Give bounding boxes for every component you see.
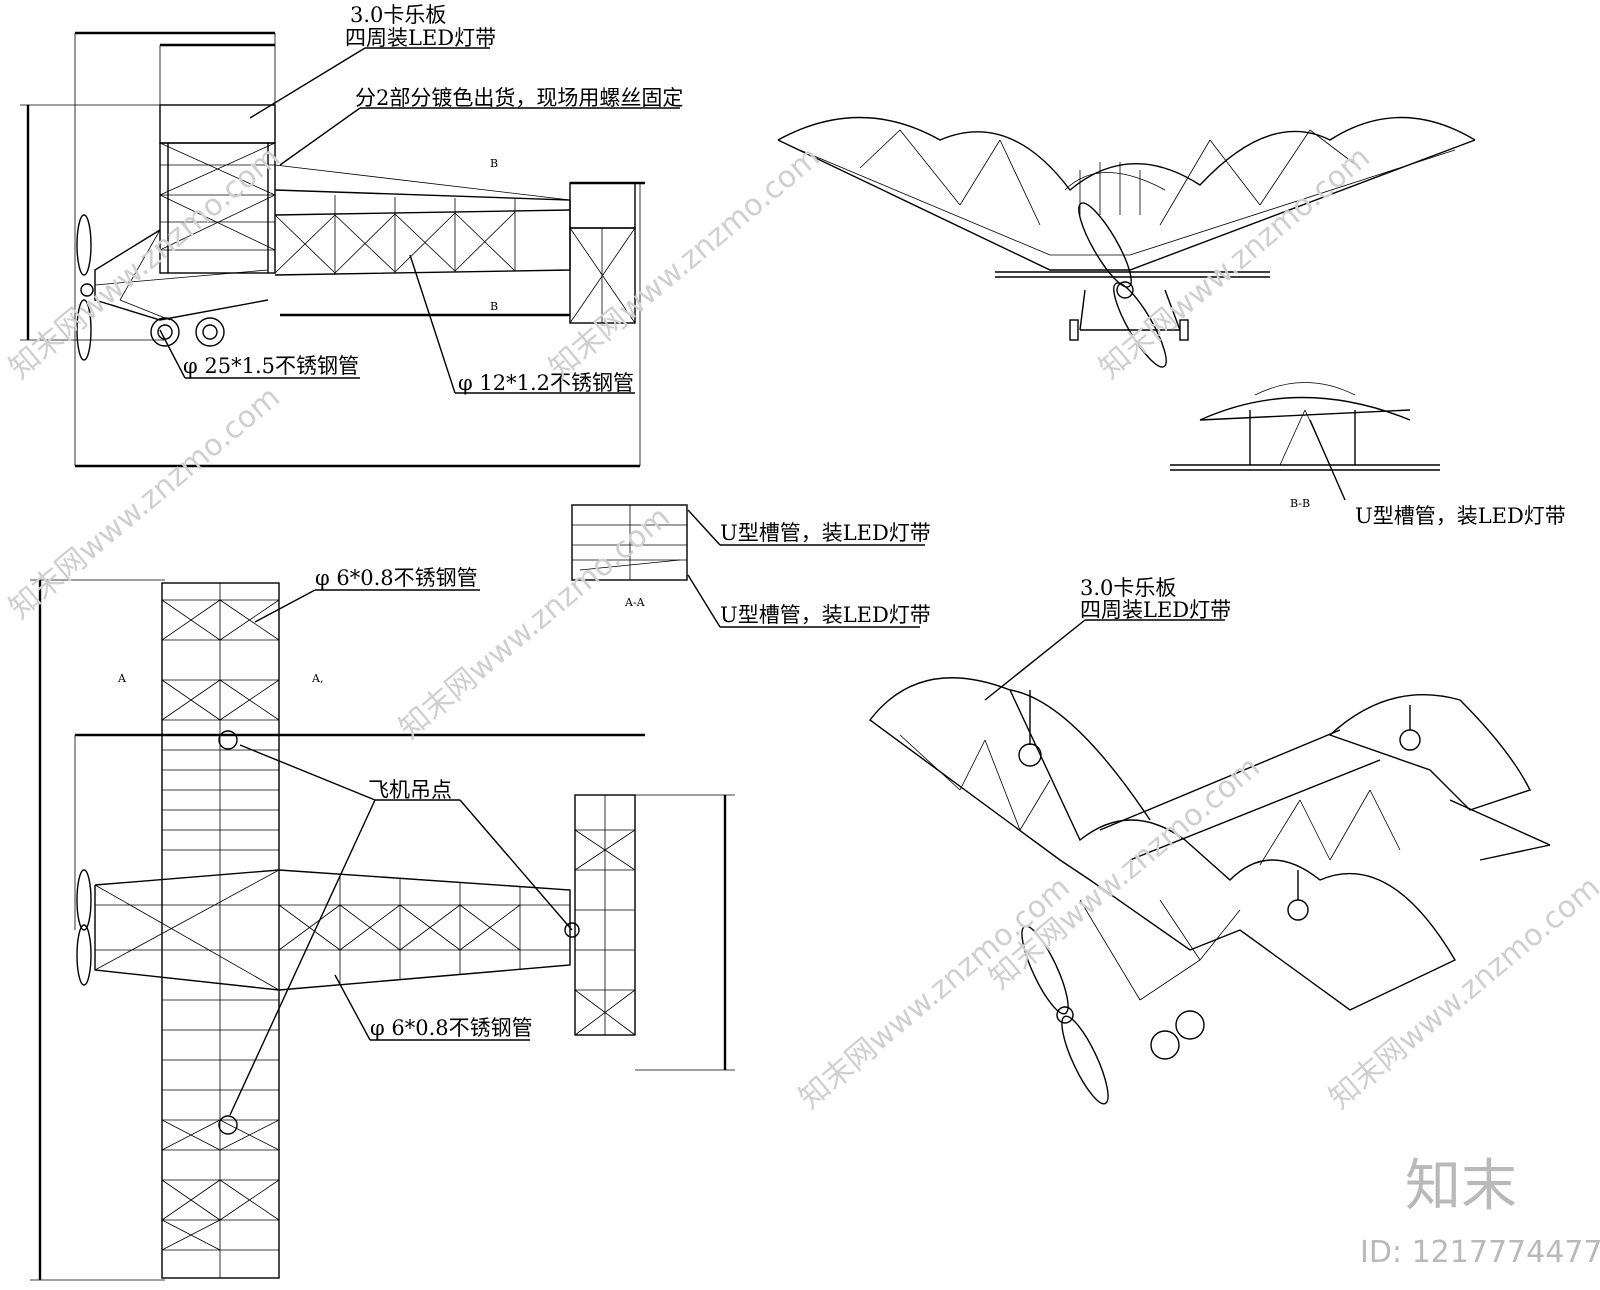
mark-b2: B <box>490 300 498 313</box>
watermark-text: 知末网www.znzmo.com <box>793 870 1077 1116</box>
hang-point <box>218 730 238 750</box>
mark-a2: A, <box>311 672 323 685</box>
label-led-perimeter: 四周装LED灯带 <box>345 26 496 50</box>
label-pipe-12: φ 12*1.2不锈钢管 <box>458 371 634 395</box>
watermark-text: 知末网www.znzmo.com <box>1323 870 1600 1116</box>
section-b-b <box>1170 382 1440 501</box>
label-panel-top: 3.0卡乐板 <box>350 3 446 27</box>
watermark-text: 知末网www.znzmo.com <box>543 140 827 386</box>
watermark-text: 知末网www.znzmo.com <box>3 140 287 386</box>
front-view <box>777 116 1476 368</box>
label-split-note: 分2部分镀色出货，现场用螺丝固定 <box>355 86 683 110</box>
section-a-a <box>571 504 925 628</box>
label-hang-points: 飞机吊点 <box>368 778 452 802</box>
section-bb-label: B-B <box>1290 497 1310 510</box>
label-u-channel-2: U型槽管，装LED灯带 <box>720 603 931 627</box>
section-aa-label: A-A <box>624 596 646 609</box>
mark-a1: A <box>117 672 127 685</box>
label-iso-panel: 3.0卡乐板 <box>1080 576 1176 600</box>
label-pipe-6-bottom: φ 6*0.8不锈钢管 <box>370 1016 533 1040</box>
watermark-text: 知末网www.znzmo.com <box>983 750 1267 996</box>
label-pipe-6-top: φ 6*0.8不锈钢管 <box>315 566 478 590</box>
brand-logo: 知末 <box>1405 1154 1517 1219</box>
hang-point <box>564 922 580 938</box>
watermark-text: 知末网www.znzmo.com <box>393 500 677 746</box>
side-view <box>20 31 680 468</box>
label-iso-led: 四周装LED灯带 <box>1080 598 1231 622</box>
isometric-view <box>869 619 1551 1105</box>
mark-b1: B <box>490 157 498 170</box>
plan-view <box>30 579 735 1281</box>
label-u-channel-bb: U型槽管，装LED灯带 <box>1355 504 1566 528</box>
label-pipe-25: φ 25*1.5不锈钢管 <box>183 354 359 378</box>
label-u-channel-1: U型槽管，装LED灯带 <box>720 521 931 545</box>
watermark-text: 知末网www.znzmo.com <box>1093 140 1377 386</box>
annotations: 3.0卡乐板 四周装LED灯带 分2部分镀色出货，现场用螺丝固定 φ 25*1.… <box>117 3 1566 1040</box>
hang-point <box>218 1115 238 1135</box>
watermark-text: 知末网www.znzmo.com <box>3 380 287 626</box>
image-id: ID: 1217774477 <box>1360 1235 1600 1270</box>
